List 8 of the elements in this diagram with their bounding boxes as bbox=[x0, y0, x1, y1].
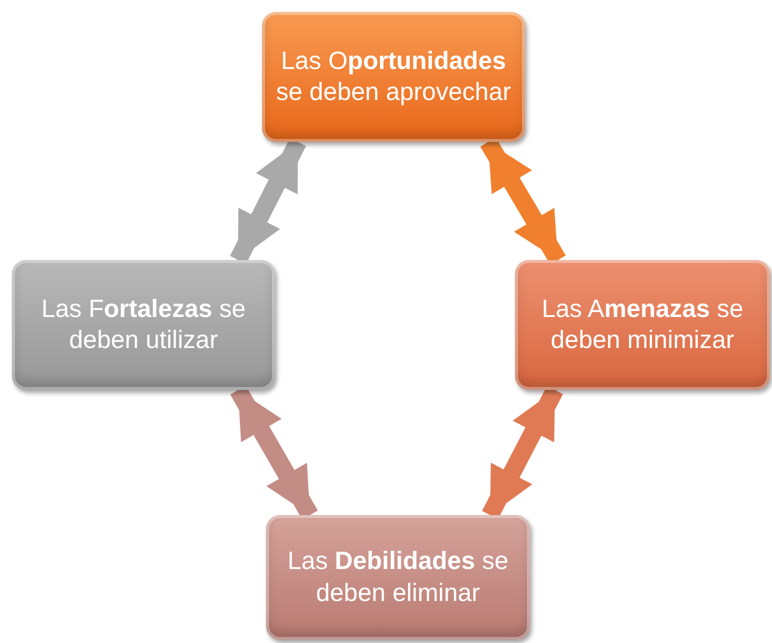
box-label: Las Fortalezas se deben utilizar bbox=[40, 294, 247, 356]
rounded-box bbox=[12, 260, 275, 390]
rounded-box bbox=[515, 260, 770, 390]
box-label: Las Amenazas se deben minimizar bbox=[540, 294, 744, 356]
box-label: Las Oportunidades se deben aprovechar bbox=[276, 46, 511, 108]
rounded-box bbox=[266, 515, 530, 640]
rounded-box bbox=[262, 12, 525, 142]
box-label: Las Debilidades se deben eliminar bbox=[286, 546, 510, 608]
